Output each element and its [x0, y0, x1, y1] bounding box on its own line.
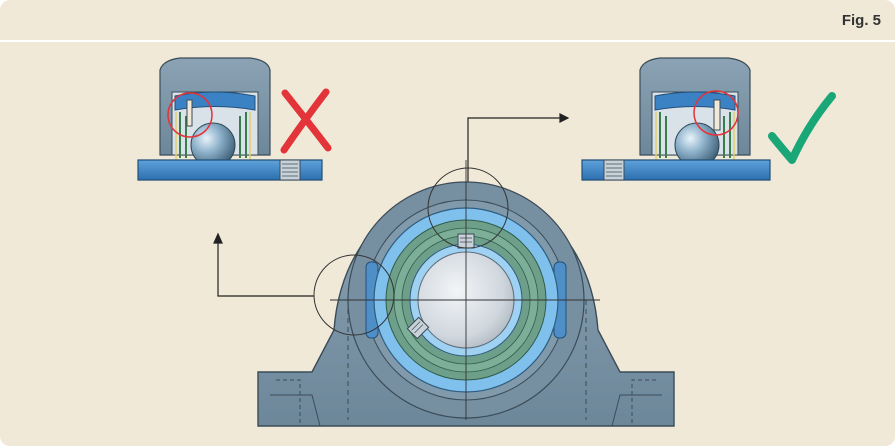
correct-section-view: [581, 57, 836, 181]
pillow-block-front-view: [257, 160, 675, 427]
figure-label: Fig. 5: [841, 12, 881, 29]
highlight-circle: [167, 92, 213, 138]
callout-arrows: [213, 113, 570, 297]
highlight-circle: [693, 90, 739, 136]
incorrect-section-view: [137, 57, 332, 181]
detail-circle-left: [313, 254, 395, 336]
header-divider: [0, 40, 895, 42]
detail-circle-top: [427, 167, 509, 249]
check-icon: [768, 92, 836, 164]
cross-icon: [280, 88, 332, 154]
